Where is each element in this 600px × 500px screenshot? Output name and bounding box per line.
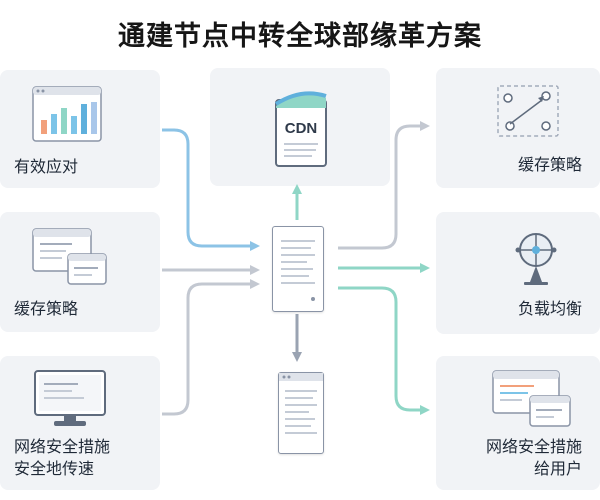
bottom-document <box>278 372 324 454</box>
right-card-2: 负载均衡 <box>436 212 600 334</box>
right-card-3-label: 网络安全措施 给用户 <box>486 436 582 480</box>
page-title: 通建节点中转全球部缘革方案 <box>118 21 482 52</box>
left-card-3-label-line-2: 安全地传速 <box>14 459 95 478</box>
right-card-1-label: 缓存策略 <box>517 155 582 174</box>
right-card-3-label-line-1: 网络安全措施 <box>485 437 582 456</box>
cdn-text: CDN <box>284 120 318 137</box>
right-card-2-label: 负载均衡 <box>517 299 582 318</box>
document-lines-icon <box>281 240 315 301</box>
left-card-3-label-line-1: 网络安全措施 <box>14 437 111 456</box>
arrow-right-bottom <box>338 286 430 415</box>
left-card-1: 有效应对 <box>0 70 160 188</box>
left-card-3-label: 网络安全措施 安全地传速 <box>14 436 110 480</box>
document-window-icon <box>279 373 323 434</box>
left-card-2-label: 缓存策略 <box>14 299 79 318</box>
browser-windows-icon-right <box>492 370 571 427</box>
left-card-3: 网络安全措施 安全地传速 <box>0 356 160 490</box>
bar-chart-icon <box>32 86 102 142</box>
right-card-3-label-line-2: 给用户 <box>533 459 582 478</box>
browser-windows-icon <box>32 228 107 285</box>
monitor-icon <box>34 370 106 426</box>
cdn-document-icon <box>274 91 327 167</box>
satellite-dish-icon <box>515 233 557 285</box>
network-nodes-icon <box>497 85 559 137</box>
central-server-document <box>272 226 324 312</box>
cdn-card: CDN <box>210 68 390 186</box>
left-card-1-label: 有效应对 <box>14 157 79 176</box>
right-card-1: 缓存策略 <box>436 68 600 188</box>
right-card-3: 网络安全措施 给用户 <box>436 356 600 490</box>
arrow-left-bottom <box>162 279 260 416</box>
left-card-2: 缓存策略 <box>0 212 160 332</box>
